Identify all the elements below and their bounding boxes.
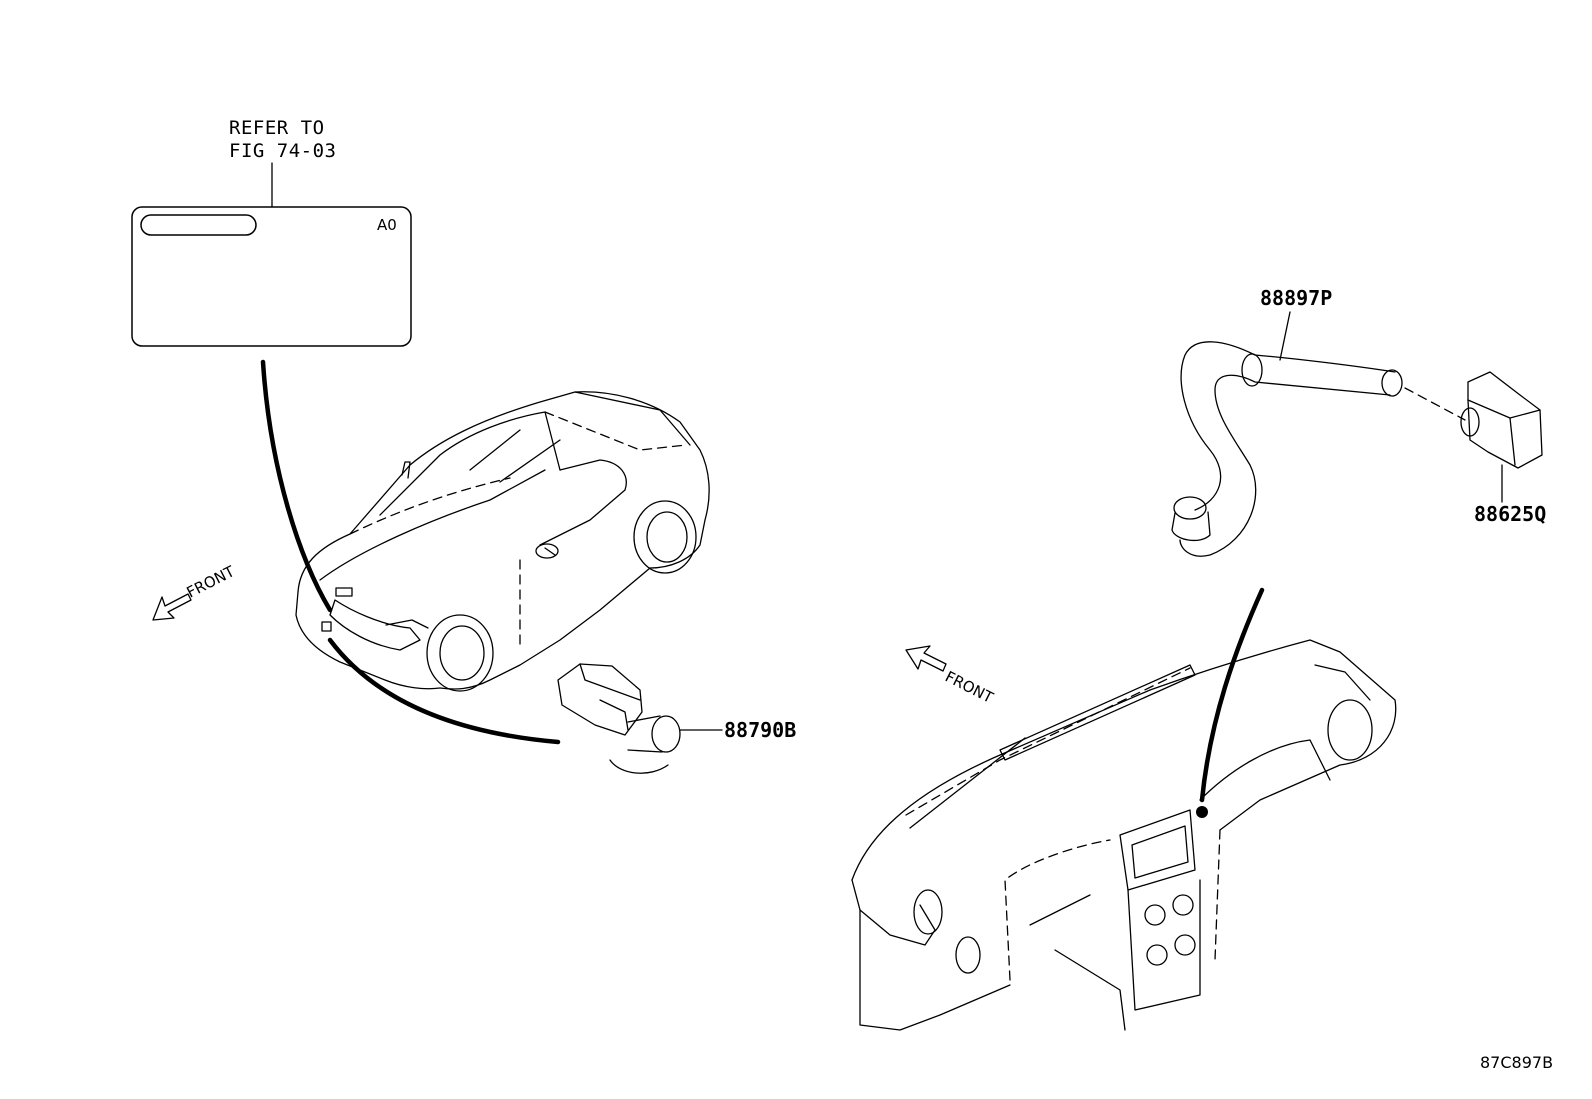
hose-to-dashboard-callout [1199, 587, 1265, 803]
hose-inner-edge [1179, 374, 1391, 557]
dashboard-illustration [851, 639, 1397, 1031]
reference-box: A0 [131, 206, 412, 347]
car-rear-wheel-rim [646, 511, 688, 563]
car-roof-hidden-line [544, 411, 687, 451]
dashboard-front-arrow-icon [905, 645, 947, 672]
car-mirror [544, 547, 556, 556]
car-windshield [379, 411, 561, 516]
car-roof-outline [297, 391, 710, 593]
hose-joint [1241, 353, 1263, 387]
car-front-bumper [295, 591, 441, 690]
hose-mount-point-marker [1196, 806, 1208, 818]
dashboard-lower-left [859, 909, 1011, 1031]
sensor-body [599, 699, 629, 731]
hose-inlet [1173, 496, 1207, 520]
dashboard-center-display-screen [1131, 825, 1189, 879]
hose-leader-line [1279, 311, 1291, 361]
car-rear-window [574, 391, 691, 446]
dashboard-lower-center [1054, 949, 1126, 1031]
car-front-arrow-icon [152, 593, 192, 621]
aspirator-part-number: 88625Q [1474, 502, 1546, 526]
hose-inlet-body [1171, 511, 1211, 542]
hose-outer-edge [1180, 341, 1396, 511]
car-grille [329, 599, 421, 651]
car-mirror-housing [535, 543, 559, 559]
car-front-label: FRONT [184, 562, 239, 602]
car-front-indicator: FRONT [152, 562, 239, 621]
dashboard-glovebox-hidden-line [1004, 839, 1111, 981]
sensor-part-number: 88790B [724, 718, 796, 742]
ambient-sensor-illustration: 88790B [557, 663, 796, 774]
hose-to-aspirator-dashed-line [1404, 387, 1466, 421]
car-front-wheel [426, 614, 494, 692]
dashboard-hvac-knob-3 [1146, 944, 1168, 966]
hose-part-number: 88897P [1260, 286, 1332, 310]
dashboard-hvac-knob-1 [1144, 904, 1166, 926]
sensor-housing [557, 663, 643, 736]
car-headlight [385, 619, 429, 629]
aspirator-housing-edges [1467, 399, 1541, 466]
car-hood-edge [319, 469, 546, 581]
dashboard-center-console [1127, 879, 1201, 1011]
dashboard-right-vent [1327, 699, 1373, 761]
dashboard-hvac-knob-4 [1174, 934, 1196, 956]
reference-box-pill [140, 214, 257, 236]
car-to-sensor-callout [327, 637, 561, 745]
dashboard-right-end [1314, 664, 1371, 701]
diagram-code: 87C897B [1480, 1053, 1553, 1072]
car-side-window [539, 459, 627, 546]
dashboard-left-lower-vent [955, 936, 981, 974]
car-front-wheel-rim [439, 625, 485, 681]
car-hood-hidden-line [349, 477, 511, 535]
dashboard-glovebox-edge [1029, 894, 1091, 926]
dashboard-front-label: FRONT [942, 668, 997, 708]
car-emblem [335, 587, 353, 597]
aspirator-hose-illustration: 88897P [1171, 286, 1466, 557]
car-front-sensor-location [321, 621, 332, 632]
sensor-nozzle [651, 715, 681, 753]
dashboard-defroster-vent [909, 737, 1026, 829]
aspirator-port [1460, 407, 1480, 437]
sensor-connector [609, 759, 669, 774]
sensor-nozzle-body [627, 715, 663, 753]
reference-to-car-callout [260, 359, 333, 613]
dashboard-hvac-knob-2 [1172, 894, 1194, 916]
car-windshield-reflection-2 [499, 439, 561, 483]
reference-note-line1: REFER TO [229, 117, 325, 139]
dashboard-top-outline [851, 639, 1397, 881]
car-rear-wheel [633, 500, 697, 574]
reference-box-tag: A0 [377, 216, 397, 234]
dashboard-defroster-line [905, 667, 1191, 816]
reference-note-line2: FIG 74-03 [229, 140, 336, 162]
car-illustration [295, 391, 710, 692]
dashboard-center-display [1119, 809, 1196, 891]
dashboard-front-indicator: FRONT [905, 645, 997, 708]
car-antenna [401, 461, 411, 479]
reference-box-frame [131, 206, 412, 347]
sensor-housing-edge [579, 663, 641, 701]
dashboard-cluster-hood [1199, 739, 1331, 801]
dashboard-right-hidden-line [1214, 829, 1221, 961]
aspirator-housing [1467, 371, 1543, 469]
aspirator-illustration: 88625Q [1460, 371, 1546, 526]
reference-note: REFER TO FIG 74-03 [229, 117, 336, 208]
car-windshield-reflection [469, 429, 521, 471]
dashboard-left-end [851, 879, 936, 946]
dashboard-left-vent [913, 889, 943, 935]
hose-end [1381, 369, 1403, 397]
dashboard-defroster-grille [999, 664, 1196, 761]
